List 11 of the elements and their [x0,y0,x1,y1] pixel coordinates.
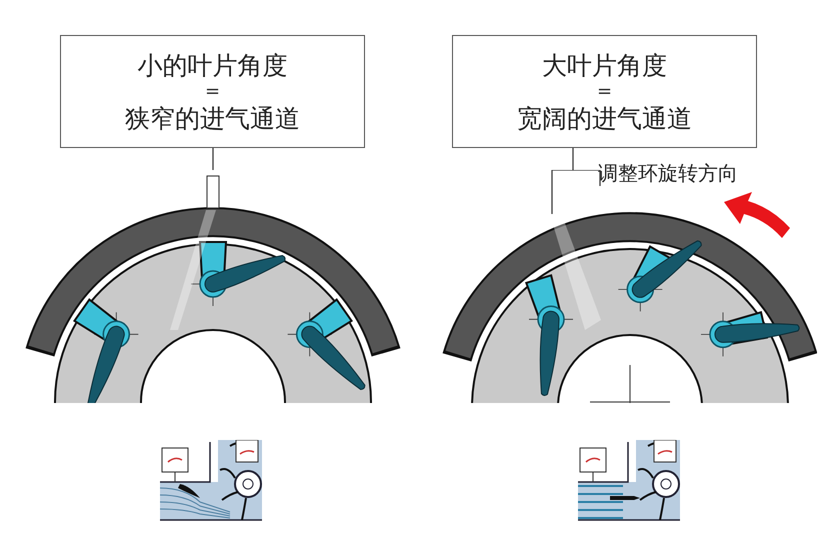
equals-sign: = [204,82,220,102]
leader-line [572,148,574,170]
leader-line [212,148,214,170]
text-box [60,35,365,148]
label-text: 调整环旋转方向 [598,160,738,187]
heading-text: 大叶片角度 [542,50,667,82]
text-box [452,35,757,148]
body-text: 宽阔的进气通道 [517,102,692,134]
equals-sign: = [596,82,612,102]
body-text: 狭窄的进气通道 [125,102,300,134]
heading-text: 小的叶片角度 [138,50,288,82]
